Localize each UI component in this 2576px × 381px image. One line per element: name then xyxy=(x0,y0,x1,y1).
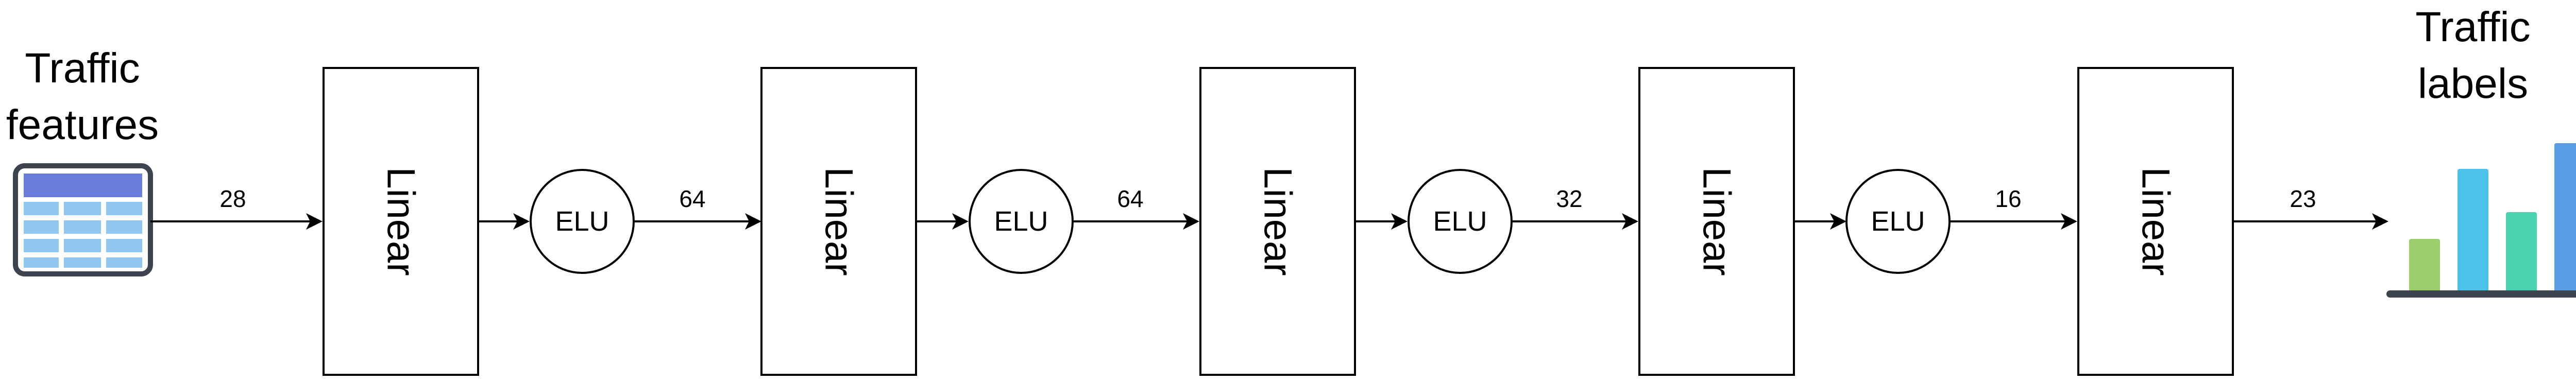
input-label-line-1: Traffic xyxy=(25,45,140,92)
elu-node-1-label: ELU xyxy=(555,206,609,237)
icon-bar-1 xyxy=(2409,239,2440,295)
arrowhead-10 xyxy=(2372,213,2388,230)
edges xyxy=(150,213,2388,230)
elu-node-4-label: ELU xyxy=(1871,206,1925,237)
bar-chart-icon xyxy=(2386,143,2576,298)
icon-bar-3 xyxy=(2506,212,2537,295)
linear-layer-1: Linear xyxy=(323,67,479,376)
dim-label-1: 28 xyxy=(219,185,246,212)
arrowhead-8 xyxy=(1830,213,1846,230)
linear-layer-1-label: Linear xyxy=(379,167,423,275)
elu-node-3-label: ELU xyxy=(1433,206,1487,237)
arrowhead-3 xyxy=(745,213,761,230)
linear-layer-3-label: Linear xyxy=(1256,167,1300,275)
linear-layer-5: Linear xyxy=(2077,67,2234,376)
table-cells xyxy=(24,202,142,268)
dim-label-3: 64 xyxy=(1117,185,1143,212)
elu-node-2-label: ELU xyxy=(994,206,1048,237)
linear-layer-4: Linear xyxy=(1638,67,1795,376)
elu-node-1: ELU xyxy=(530,169,635,274)
icon-bar-4 xyxy=(2554,143,2576,295)
elu-node-4: ELU xyxy=(1845,169,1951,274)
input-label-line-2: features xyxy=(6,101,159,148)
linear-layer-2: Linear xyxy=(760,67,917,376)
linear-layer-5-label: Linear xyxy=(2134,167,2178,275)
arrowhead-1 xyxy=(306,213,323,230)
arrowhead-2 xyxy=(513,213,530,230)
arrowhead-6 xyxy=(1391,213,1408,230)
linear-layer-2-label: Linear xyxy=(817,167,861,275)
icon-chart-base xyxy=(2386,290,2576,298)
table-header xyxy=(24,174,142,197)
dim-label-6: 23 xyxy=(2290,185,2316,212)
dim-label-4: 32 xyxy=(1556,185,1582,212)
arrowhead-7 xyxy=(1622,213,1638,230)
linear-layer-3: Linear xyxy=(1199,67,1356,376)
dim-label-2: 64 xyxy=(679,185,705,212)
table-icon xyxy=(13,163,153,276)
arrowhead-4 xyxy=(952,213,969,230)
arrowhead-5 xyxy=(1183,213,1199,230)
linear-layer-4-label: Linear xyxy=(1695,167,1739,275)
output-label-line-1: Traffic xyxy=(2415,4,2530,50)
icon-bar-2 xyxy=(2458,169,2488,295)
elu-node-3: ELU xyxy=(1408,169,1513,274)
arrowhead-9 xyxy=(2061,213,2077,230)
dim-label-5: 16 xyxy=(1995,185,2021,212)
elu-node-2: ELU xyxy=(969,169,1074,274)
output-label-line-2: labels xyxy=(2418,60,2528,107)
